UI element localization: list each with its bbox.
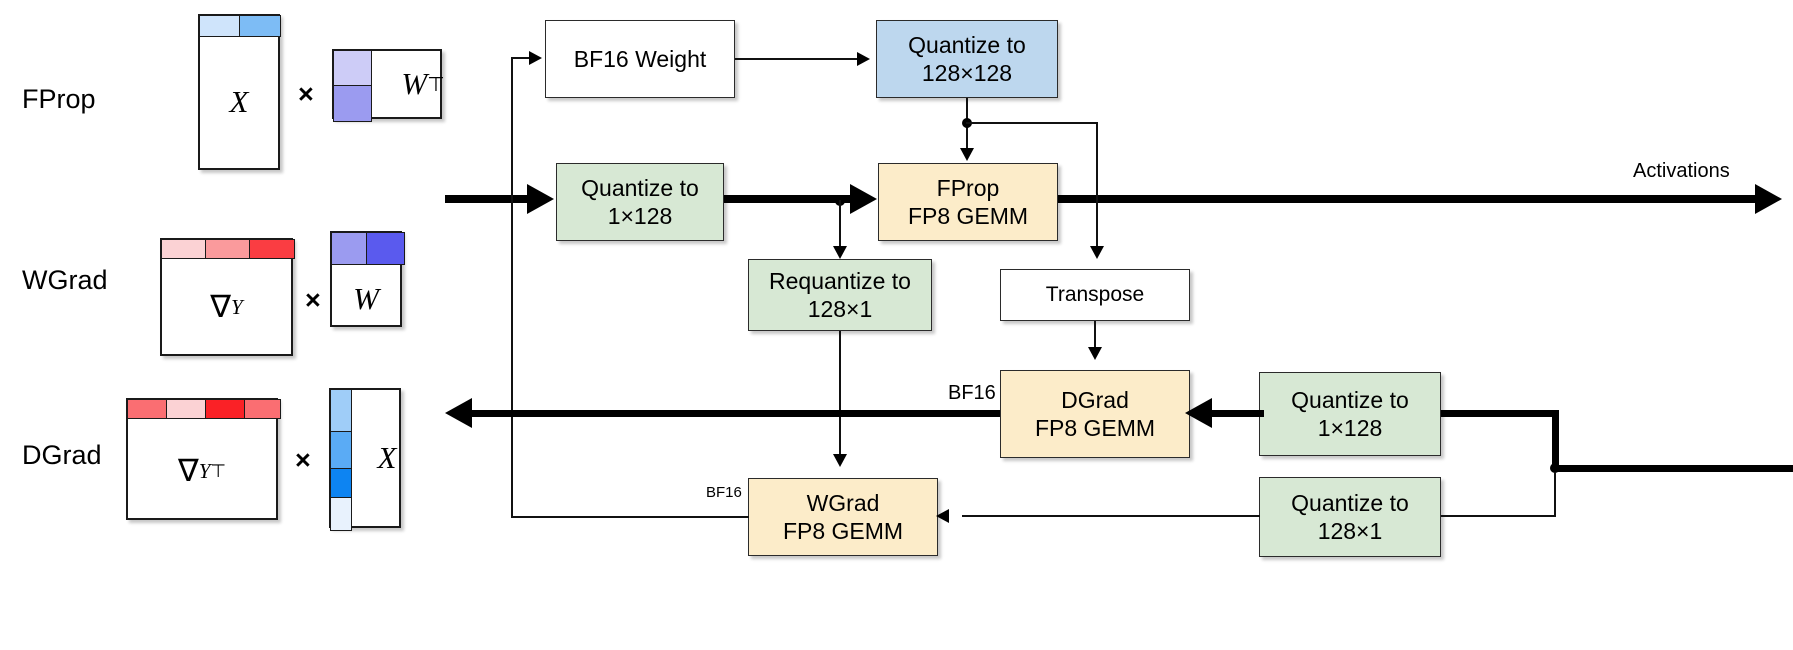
node-fprop-gemm-line2: FP8 GEMM xyxy=(907,203,1029,229)
row-label-wgrad: WGrad xyxy=(22,265,108,295)
edge-requantize-in-arrowhead xyxy=(833,246,847,259)
fprop-operator: × xyxy=(298,79,314,109)
node-transpose-label: Transpose xyxy=(1045,283,1145,307)
node-requantize-128x1-line2: 128×1 xyxy=(807,296,873,322)
wgrad-grady-tile-2 xyxy=(249,239,295,259)
node-transpose[interactable]: Transpose xyxy=(1000,269,1190,321)
edge-branch-down-to-transpose xyxy=(1096,122,1098,248)
edge-quant-to-fprop-arrowhead xyxy=(850,184,877,214)
edge-dgrad-out-bold xyxy=(470,410,1000,417)
edge-bf16weight-to-quant128-line xyxy=(735,58,859,60)
fprop-x-tile-1 xyxy=(239,15,281,37)
dgrad-sub-y: Y xyxy=(198,458,211,483)
edge-bf16weight-to-quant128-arrowhead xyxy=(857,52,870,66)
node-quantize-1x128-top-line1: Quantize to xyxy=(581,174,699,201)
edge-dgrad-in-arrowhead xyxy=(1185,398,1212,428)
node-requantize-128x1[interactable]: Requantize to 128×1 xyxy=(748,259,932,331)
dgrad-gradyt-symbol: ∇Y⊤ xyxy=(128,400,276,530)
junction-dot-gradient-right xyxy=(1550,463,1560,473)
node-bf16-weight[interactable]: BF16 Weight xyxy=(545,20,735,98)
node-fprop-gemm[interactable]: FProp FP8 GEMM xyxy=(878,163,1058,241)
matrix-dgrad-gradyt: ∇Y⊤ xyxy=(126,398,281,520)
wgrad-w-symbol: W xyxy=(353,281,379,316)
edge-gradient-right-horizontal xyxy=(1441,410,1559,417)
node-quantize-1x128-right[interactable]: Quantize to 1×128 xyxy=(1259,372,1441,456)
edge-transpose-to-dgrad-arrowhead xyxy=(1088,347,1102,360)
node-quantize-1x128-top[interactable]: Quantize to 1×128 xyxy=(556,163,724,241)
edge-wgrad-in-arrowhead xyxy=(936,509,949,523)
wgrad-grady-symbol: ∇Y xyxy=(162,240,291,364)
edge-activations-arrowhead xyxy=(1755,184,1782,214)
dgrad-transpose: ⊤ xyxy=(210,460,227,481)
node-wgrad-gemm-line2: FP8 GEMM xyxy=(782,518,904,544)
dgrad-gradyt-tile-3 xyxy=(244,399,281,419)
matrix-dgrad-x: X xyxy=(329,388,401,531)
edge-transpose-in-arrowhead xyxy=(1090,246,1104,259)
edge-feedback-riser-vertical xyxy=(511,57,513,517)
node-quantize-128x128-line2: 128×128 xyxy=(921,60,1013,86)
edge-bf16-weight-arrowhead xyxy=(529,51,542,65)
edge-wgrad-top-arrowhead xyxy=(833,454,847,467)
edge-gradient-right-thin-vertical xyxy=(1554,472,1556,517)
edge-gradient-right-inbound xyxy=(1552,465,1793,472)
node-dgrad-gemm[interactable]: DGrad FP8 GEMM xyxy=(1000,370,1190,458)
matrix-fprop-wt: W⊤ xyxy=(332,49,445,122)
edge-quant1x128right-to-dgrad-bold xyxy=(1208,410,1264,417)
wgrad-operator: × xyxy=(305,285,321,315)
matrix-wgrad-w: W xyxy=(330,231,405,327)
matrix-fprop-x: X xyxy=(198,14,281,170)
edge-gradient-right-vertical xyxy=(1552,410,1559,472)
wgrad-w-tile-1 xyxy=(366,232,405,265)
node-requantize-128x1-line1: Requantize to xyxy=(769,267,911,294)
node-quantize-1x128-top-line2: 1×128 xyxy=(607,203,673,229)
node-quantize-1x128-right-line1: Quantize to xyxy=(1291,386,1409,413)
row-label-dgrad: DGrad xyxy=(22,440,102,470)
fprop-wt-transpose: ⊤ xyxy=(427,73,445,96)
row-label-fprop: FProp xyxy=(22,84,96,114)
node-quantize-128x128-line1: Quantize to xyxy=(908,31,1026,58)
node-wgrad-gemm[interactable]: WGrad FP8 GEMM xyxy=(748,478,938,556)
node-dgrad-gemm-line1: DGrad xyxy=(1061,386,1129,413)
dgrad-x-symbol: X xyxy=(377,440,397,475)
edge-quant128x1right-to-wgrad-line xyxy=(962,515,1260,517)
edge-fprop-to-activations-bold xyxy=(1058,195,1758,203)
edge-gradient-thin-to-quant128x1 xyxy=(1441,515,1556,517)
edge-quant-to-fprop-bold xyxy=(724,195,852,203)
node-fprop-gemm-line1: FProp xyxy=(936,174,1000,201)
node-quantize-1x128-right-line2: 1×128 xyxy=(1317,415,1383,441)
edge-label-activations: Activations xyxy=(1630,160,1733,183)
dgrad-nabla: ∇ xyxy=(177,453,199,488)
node-quantize-128x1-right-line2: 128×1 xyxy=(1317,518,1383,544)
dgrad-x-tile-3 xyxy=(330,497,352,531)
edge-input-activations-bold xyxy=(445,195,529,203)
edge-label-bf16-dgrad: BF16 xyxy=(945,382,999,405)
wgrad-w-tile-0 xyxy=(331,232,367,265)
edge-wgrad-out-to-riser xyxy=(511,516,749,518)
edge-tap-to-requantize-line xyxy=(839,200,841,248)
edge-label-bf16-wgrad: BF16 xyxy=(703,484,745,501)
fprop-wt-tile-1 xyxy=(333,85,372,122)
fprop-wt-symbol: W⊤ xyxy=(334,51,476,117)
fprop-wt-letter: W xyxy=(401,66,428,101)
matrix-wgrad-grady: ∇Y xyxy=(160,238,295,356)
edge-quant128-to-fprop-arrowhead xyxy=(960,148,974,161)
node-quantize-128x1-right[interactable]: Quantize to 128×1 xyxy=(1259,477,1441,557)
edge-dgrad-out-arrowhead xyxy=(445,398,472,428)
node-wgrad-gemm-line1: WGrad xyxy=(806,489,880,516)
wgrad-nabla: ∇ xyxy=(210,289,232,324)
edge-quant128-branch-right xyxy=(966,122,1098,124)
edge-requantize-to-wgrad-line xyxy=(839,331,841,456)
edge-input-activations-arrowhead xyxy=(527,184,554,214)
dgrad-operator: × xyxy=(295,445,311,475)
node-quantize-128x1-right-line1: Quantize to xyxy=(1291,489,1409,516)
node-quantize-128x128[interactable]: Quantize to 128×128 xyxy=(876,20,1058,98)
edge-transpose-to-dgrad-line xyxy=(1094,321,1096,349)
node-dgrad-gemm-line2: FP8 GEMM xyxy=(1034,415,1156,441)
wgrad-sub-y: Y xyxy=(231,294,243,319)
node-bf16-weight-label: BF16 Weight xyxy=(573,45,707,72)
edge-riser-to-bf16-weight xyxy=(511,57,531,59)
fprop-x-symbol: X xyxy=(229,84,249,119)
